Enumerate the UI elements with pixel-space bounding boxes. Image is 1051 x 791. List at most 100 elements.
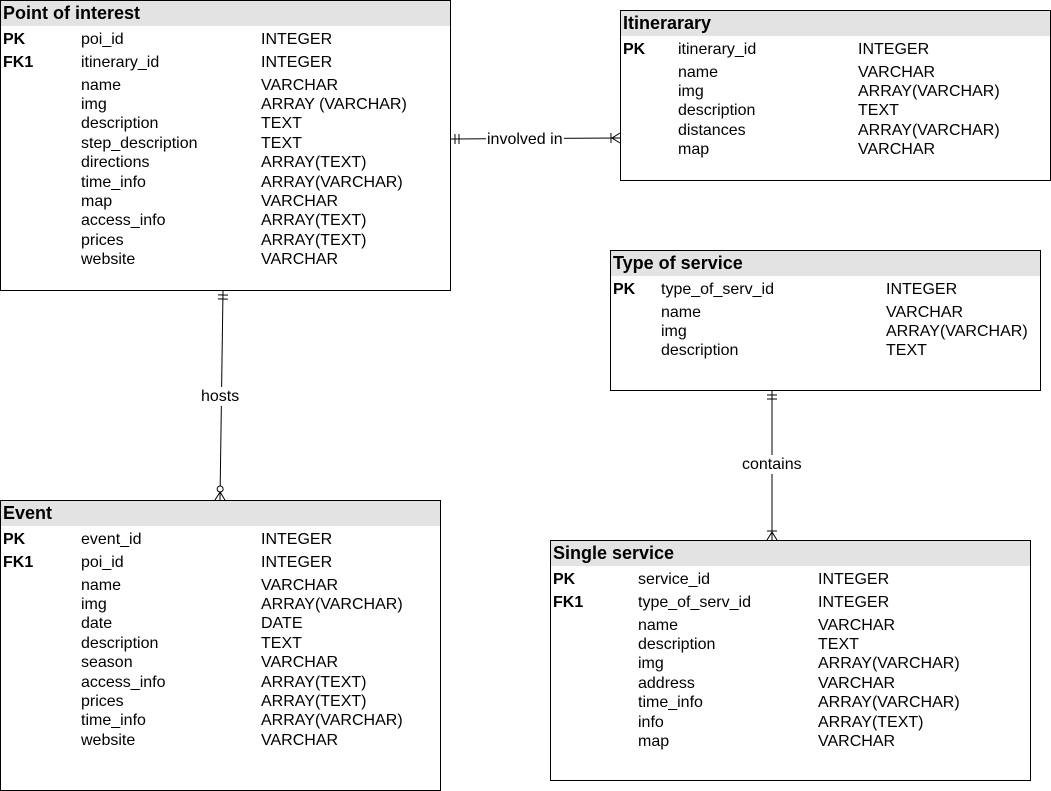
attribute-type: VARCHAR	[858, 141, 936, 158]
attribute-type: TEXT	[886, 342, 927, 359]
attribute-row: address VARCHAR	[551, 674, 1030, 693]
attribute-type: TEXT	[818, 636, 859, 653]
attribute-name: website	[81, 732, 136, 749]
attribute-type: DATE	[261, 615, 303, 632]
attribute-type: ARRAY(TEXT)	[261, 212, 367, 229]
attribute-type: INTEGER	[886, 281, 958, 298]
attribute-key: PK	[3, 31, 26, 48]
attribute-type: ARRAY(TEXT)	[261, 154, 367, 171]
attribute-name: description	[661, 342, 739, 359]
attribute-type: ARRAY(TEXT)	[261, 232, 367, 249]
attribute-row: date DATE	[1, 614, 440, 633]
contains-target-marker	[766, 531, 773, 541]
attribute-type: VARCHAR	[818, 617, 896, 634]
relationship-label-hosts: hosts	[200, 387, 241, 406]
attribute-type: VARCHAR	[818, 733, 896, 750]
entity-title: Point of interest	[1, 1, 450, 26]
attribute-type: VARCHAR	[261, 251, 339, 268]
hosts-target-marker	[219, 491, 226, 501]
attribute-name: date	[81, 615, 113, 632]
attribute-type: ARRAY(VARCHAR)	[261, 596, 403, 613]
attribute-type: INTEGER	[261, 31, 333, 48]
attribute-name: prices	[81, 693, 124, 710]
attribute-name: website	[81, 251, 136, 268]
attribute-type: ARRAY(VARCHAR)	[858, 83, 1000, 100]
attribute-row: description TEXT	[611, 341, 1040, 360]
attribute-row: time_info ARRAY(VARCHAR)	[1, 711, 440, 730]
attribute-name: prices	[81, 232, 124, 249]
attribute-type: ARRAY(VARCHAR)	[818, 655, 960, 672]
attribute-name: name	[678, 64, 719, 81]
attribute-key: FK1	[3, 54, 34, 71]
entity-title: Single service	[551, 541, 1030, 566]
attribute-name: img	[661, 323, 687, 340]
attribute-row: prices ARRAY(TEXT)	[1, 231, 450, 250]
attribute-type: VARCHAR	[261, 654, 339, 671]
attribute-name: address	[638, 675, 695, 692]
attribute-name: time_info	[81, 174, 146, 191]
attribute-name: img	[678, 83, 704, 100]
attribute-type: ARRAY(VARCHAR)	[261, 712, 403, 729]
attribute-row: info ARRAY(TEXT)	[551, 713, 1030, 732]
attribute-name: access_info	[81, 674, 166, 691]
entity-title: Type of service	[611, 251, 1040, 276]
attribute-type: ARRAY(VARCHAR)	[818, 694, 960, 711]
involved-in-target-marker	[611, 137, 621, 144]
attribute-name: access_info	[81, 212, 166, 229]
attribute-type: ARRAY(TEXT)	[818, 714, 924, 731]
attribute-row: description TEXT	[551, 635, 1030, 654]
attribute-name: name	[661, 304, 702, 321]
attribute-row: PK type_of_serv_id INTEGER	[611, 280, 1040, 299]
attribute-name: description	[678, 102, 756, 119]
attribute-name: itinerary_id	[81, 54, 160, 71]
attribute-type: VARCHAR	[818, 675, 896, 692]
attribute-type: VARCHAR	[261, 577, 339, 594]
entity-title: Itinerarary	[621, 11, 1050, 36]
attribute-key: PK	[553, 571, 576, 588]
attribute-key: PK	[3, 531, 26, 548]
attribute-type: TEXT	[261, 635, 302, 652]
attribute-type: INTEGER	[261, 554, 333, 571]
attribute-type: ARRAY(VARCHAR)	[261, 174, 403, 191]
attribute-row: website VARCHAR	[1, 250, 450, 269]
attribute-key: PK	[613, 281, 636, 298]
attribute-type: INTEGER	[818, 571, 890, 588]
attribute-name: type_of_serv_id	[661, 281, 774, 298]
attribute-type: TEXT	[261, 115, 302, 132]
attribute-key: FK1	[553, 594, 584, 611]
entity-title: Event	[1, 501, 440, 526]
attribute-name: description	[638, 636, 716, 653]
hosts-target-marker	[216, 485, 224, 493]
attribute-type: VARCHAR	[261, 193, 339, 210]
attribute-type: VARCHAR	[886, 304, 964, 321]
hosts-target-marker	[214, 491, 221, 501]
attribute-name: itinerary_id	[678, 41, 757, 58]
attribute-name: info	[638, 714, 664, 731]
attribute-name: distances	[678, 122, 746, 139]
attribute-name: time_info	[81, 712, 146, 729]
